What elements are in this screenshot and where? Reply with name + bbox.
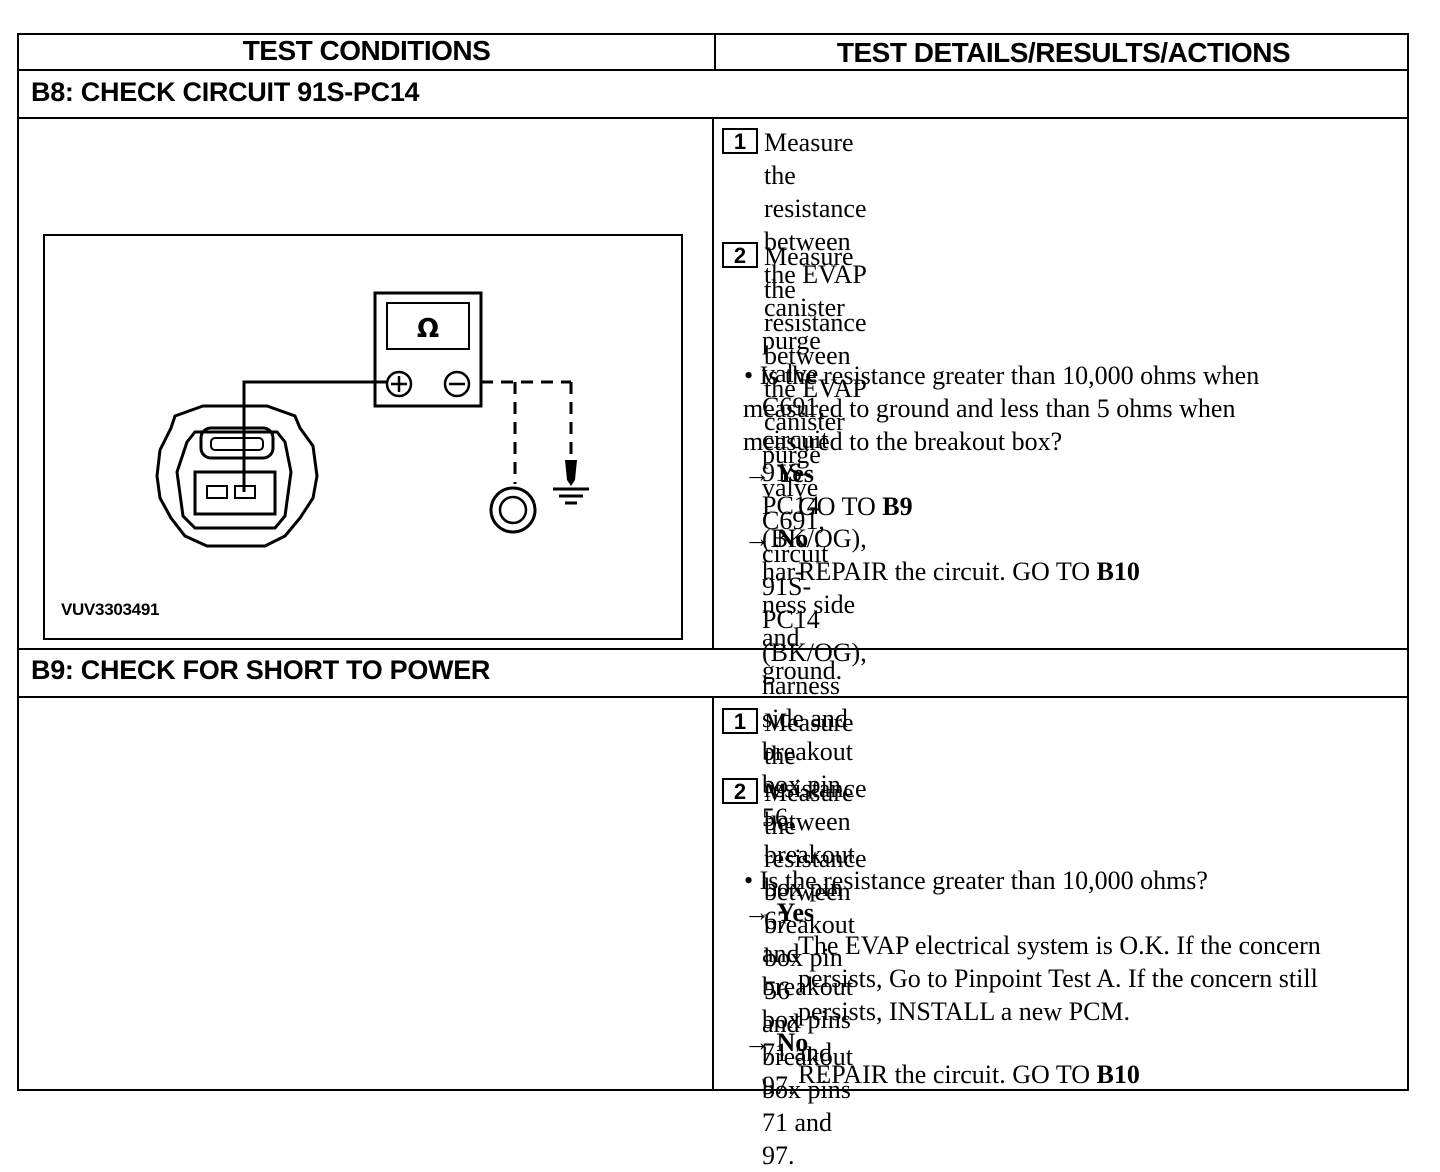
b9-section-title: B9: CHECK FOR SHORT TO POWER (31, 655, 491, 685)
ohm-symbol: Ω (417, 314, 439, 344)
diagnostic-table: TEST CONDITIONS TEST DETAILS/RESULTS/ACT… (17, 33, 1409, 1091)
connector-c691 (155, 404, 319, 548)
header-divider (19, 69, 1407, 71)
b9-no-branch: → No (744, 1028, 809, 1057)
b9-no-action: REPAIR the circuit. GO TO B10 (798, 1060, 1140, 1089)
b8-column-divider (712, 117, 714, 648)
b8-section-title: B8: CHECK CIRCUIT 91S-PC14 (31, 77, 420, 107)
header-column-divider (714, 35, 716, 69)
step-number-badge: 2 (722, 778, 758, 804)
figure-code: VUV3303491 (61, 600, 160, 619)
arrow-icon: → (744, 524, 770, 553)
pin-1 (206, 485, 228, 499)
link-b10: B10 (1096, 557, 1140, 586)
arrow-icon: → (744, 459, 770, 488)
arrow-icon: → (744, 1028, 770, 1057)
connector-cavity (193, 470, 277, 516)
positive-terminal-icon (385, 370, 413, 398)
b9-column-divider (712, 696, 714, 1091)
b8-no-branch: → No (744, 524, 809, 553)
header-test-details: TEST DETAILS/RESULTS/ACTIONS (836, 37, 1291, 68)
ohmmeter-display (386, 302, 470, 350)
b9-yes-branch: → Yes (744, 898, 815, 927)
connector-latch (199, 426, 275, 460)
b8-yes-action: GO TO B9 (798, 492, 913, 521)
b8-question: • Is the resistance greater than 10,000 … (743, 361, 1260, 456)
breakout-pin-icon (489, 486, 537, 534)
link-b10: B10 (1096, 1060, 1140, 1089)
positive-lead (242, 380, 387, 478)
ohmmeter-connector-diagram: Ω (155, 291, 589, 548)
arrow-icon: → (744, 898, 770, 927)
ohmmeter-body (373, 291, 483, 408)
step-number-badge: 1 (722, 708, 758, 734)
b9-yes-action: The EVAP electrical system is O.K. If th… (798, 931, 1321, 1026)
b8-connector-figure: Ω VUV3303491 (43, 234, 683, 640)
b9-top-divider (19, 648, 1407, 650)
step-number-badge: 2 (722, 242, 758, 268)
step-number-badge: 1 (722, 128, 758, 154)
b8-yes-branch: → Yes (744, 459, 815, 488)
b9-question: • Is the resistance greater than 10,000 … (744, 866, 1208, 895)
header-test-conditions: TEST CONDITIONS (242, 35, 491, 66)
b8-no-action: REPAIR the circuit. GO TO B10 (798, 557, 1140, 586)
link-b9: B9 (882, 492, 913, 521)
negative-terminal-icon (443, 370, 471, 398)
